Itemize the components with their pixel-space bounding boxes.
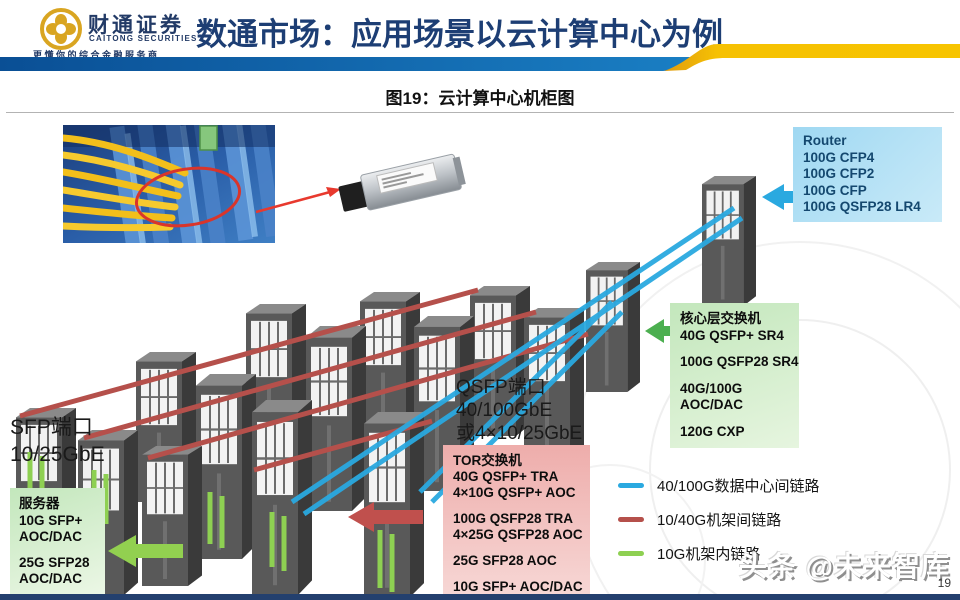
tor-box-line xyxy=(453,569,580,579)
server-box-line: 10G SFP+ xyxy=(19,512,83,528)
footer-bar xyxy=(0,594,960,600)
legend-row-datacenter: 40/100G数据中心间链路 xyxy=(618,475,820,495)
router-callout-box: Router 100G CFP4 100G CFP2 100G CFP 100G… xyxy=(793,127,942,222)
tor-box-line: 4×10G QSFP+ AOC xyxy=(453,485,576,500)
logo-tagline: 更懂你的综合金融服务商 xyxy=(33,50,160,60)
legend-label: 10/40G机架间链路 xyxy=(657,511,782,529)
router-box-line: 100G QSFP28 LR4 xyxy=(803,199,921,214)
logo-name-en: CAITONG SECURITIES xyxy=(89,34,198,43)
caption-divider-line xyxy=(6,112,954,113)
link-legend: 40/100G数据中心间链路 10/40G机架间链路 10G机架内链路 xyxy=(618,475,820,577)
legend-row-interrack: 10/40G机架间链路 xyxy=(618,509,820,529)
tor-box-line: 100G QSFP28 TRA xyxy=(453,511,574,526)
router-box-title: Router xyxy=(803,133,847,148)
tor-box-line: 40G QSFP+ TRA xyxy=(453,469,559,484)
tor-switch-callout-box: TOR交换机 40G QSFP+ TRA 4×10G QSFP+ AOC 100… xyxy=(443,445,590,600)
green-left-arrow-core-icon xyxy=(645,319,678,343)
logo-name-cn: 财通证券 xyxy=(88,14,184,37)
qsfp-port-line2: 40/100GbE xyxy=(456,400,553,421)
transceiver-image xyxy=(338,153,466,212)
core-box-line: 120G CXP xyxy=(680,423,745,439)
rack xyxy=(306,326,366,511)
core-box-line: 40G QSFP+ SR4 xyxy=(680,327,784,343)
legend-label: 40/100G数据中心间链路 xyxy=(657,477,820,495)
qsfp-port-line3: 或4×10/25GbE xyxy=(456,423,583,444)
server-callout-box: 服务器 10G SFP+ AOC/DAC 25G SFP28 AOC/DAC xyxy=(10,488,105,596)
router-box-line: 100G CFP xyxy=(803,182,867,198)
tor-box-title: TOR交换机 xyxy=(453,453,522,468)
core-box-line: 100G QSFP28 SR4 xyxy=(680,354,799,369)
tor-box-line: 4×25G QSFP28 AOC xyxy=(453,527,583,542)
router-box-line: 100G CFP4 xyxy=(803,149,875,165)
core-box-line xyxy=(680,414,789,424)
sfp-port-line2: 10/25GbE xyxy=(10,443,105,466)
fiber-photo xyxy=(63,125,275,243)
sfp-port-line1: SFP端口 xyxy=(10,416,93,439)
green-left-arrow-server-icon xyxy=(108,535,183,567)
qsfp-port-label: QSFP端口 40/100GbE 或4×10/25GbE xyxy=(456,376,582,445)
caitong-emblem-icon xyxy=(40,8,82,50)
server-box-line: 25G SFP28 xyxy=(19,554,90,570)
tor-box-line xyxy=(453,501,580,511)
red-ellipse-annotation xyxy=(134,166,242,228)
divider-swoosh xyxy=(0,44,960,71)
red-callout-arrow-icon xyxy=(255,187,341,214)
blue-left-arrow-icon xyxy=(762,184,801,210)
page-number: 19 xyxy=(937,576,951,590)
figure-caption: 图19：云计算中心机柜图 xyxy=(385,89,575,108)
server-box-line: AOC/DAC xyxy=(19,571,82,586)
core-switch-callout-box: 核心层交换机 40G QSFP+ SR4 100G QSFP28 SR4 40G… xyxy=(670,303,799,448)
server-box-line xyxy=(19,546,96,555)
sfp-port-label: SFP端口 10/25GbE xyxy=(10,414,105,468)
core-box-line xyxy=(680,344,789,354)
red-left-arrow-icon xyxy=(348,502,423,532)
tor-box-line: 25G SFP28 AOC xyxy=(453,553,557,568)
core-box-line xyxy=(680,371,789,381)
green-line-swatch-icon xyxy=(618,550,644,556)
blue-line-swatch-icon xyxy=(618,482,644,488)
tor-box-line xyxy=(453,543,580,553)
rack xyxy=(142,446,202,586)
red-line-swatch-icon xyxy=(618,516,644,522)
router-box-line: 100G CFP2 xyxy=(803,166,875,181)
core-box-title: 核心层交换机 xyxy=(680,311,761,326)
server-box-title: 服务器 xyxy=(19,496,60,511)
core-box-line: 40G/100G xyxy=(680,380,743,396)
watermark: 头条 @未来智库 xyxy=(738,551,950,582)
tor-box-line: 10G SFP+ AOC/DAC xyxy=(453,579,583,594)
core-box-line: AOC/DAC xyxy=(680,397,743,412)
qsfp-port-line1: QSFP端口 xyxy=(456,377,546,398)
core-switch-rack xyxy=(586,262,640,392)
legend-label: 10G机架内链路 xyxy=(657,545,761,563)
legend-row-intrarack: 10G机架内链路 xyxy=(618,543,820,563)
page-title: 数通市场：应用场景以云计算中心为例 xyxy=(196,17,723,52)
server-box-line: AOC/DAC xyxy=(19,529,82,544)
